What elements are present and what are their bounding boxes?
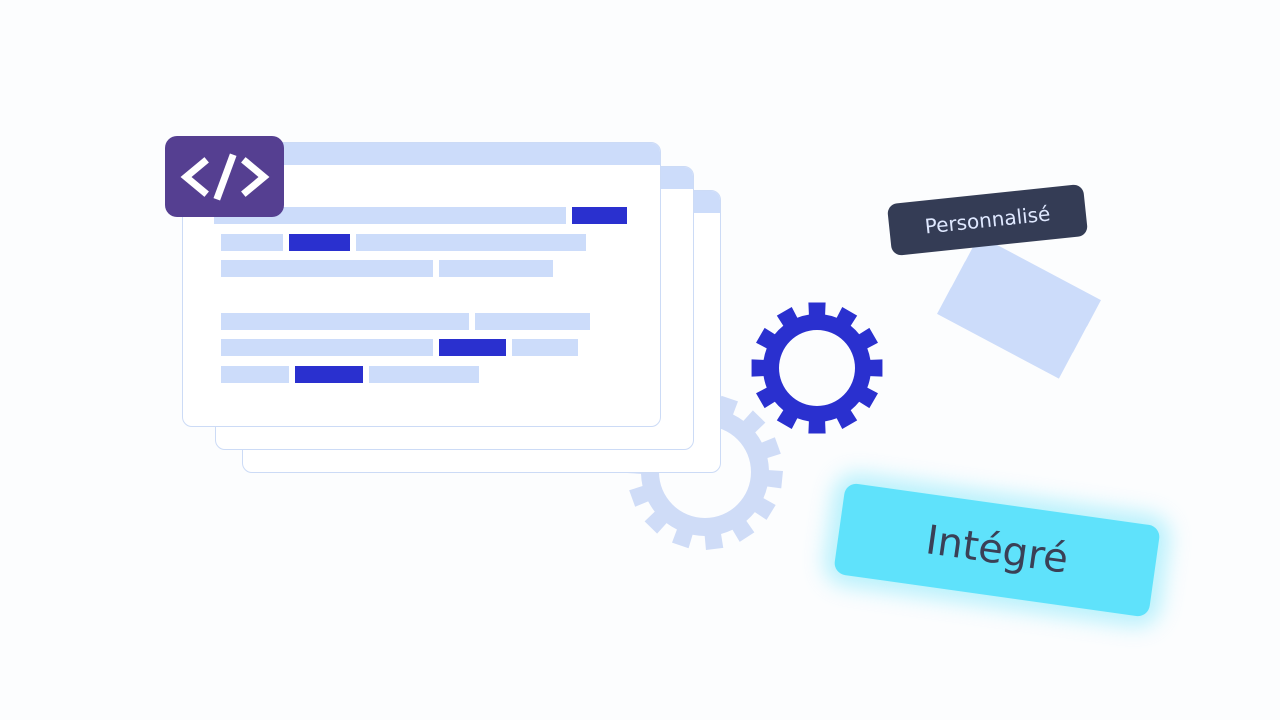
window-titlebar: [183, 143, 660, 165]
code-token-highlight: [295, 366, 363, 383]
integrated-badge: Intégré: [833, 482, 1161, 618]
code-token-highlight: [439, 339, 506, 356]
code-line: [221, 366, 289, 383]
code-badge: [165, 136, 284, 217]
code-line: [214, 207, 566, 224]
code-token-highlight: [572, 207, 627, 224]
gear-icon: [751, 302, 883, 434]
code-line: [221, 313, 469, 330]
code-line: [369, 366, 479, 383]
integrated-label: Intégré: [922, 517, 1072, 583]
code-icon: [180, 153, 269, 200]
personalized-badge: Personnalisé: [886, 183, 1089, 257]
code-line: [475, 313, 590, 330]
code-line: [356, 234, 586, 251]
personalized-label: Personnalisé: [923, 201, 1052, 239]
code-line: [439, 260, 553, 277]
code-line: [221, 234, 283, 251]
code-line: [221, 260, 433, 277]
code-token-highlight: [289, 234, 350, 251]
code-line: [512, 339, 578, 356]
code-line: [221, 339, 433, 356]
